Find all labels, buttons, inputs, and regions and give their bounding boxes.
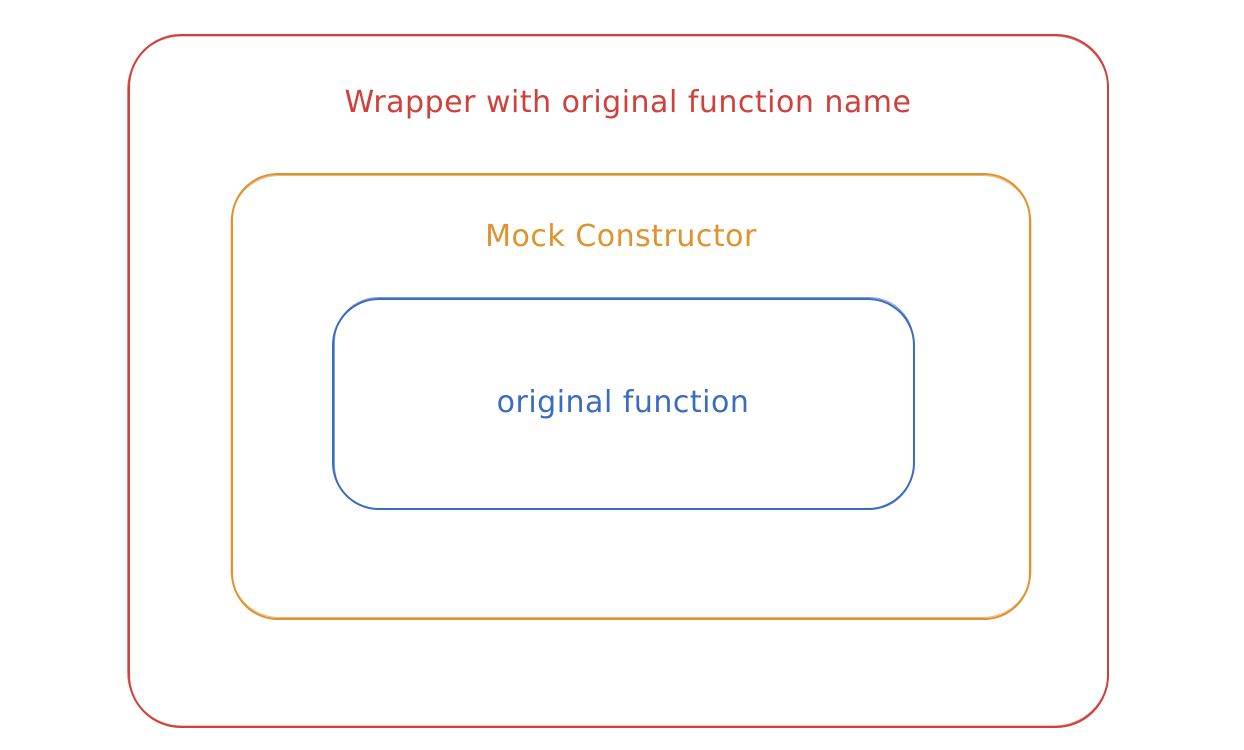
wrapper-label: Wrapper with original function name bbox=[345, 85, 912, 120]
original-function-box-group: original function bbox=[332, 297, 915, 510]
mock-constructor-box bbox=[231, 173, 1031, 620]
mock-constructor-box-sketch-stroke bbox=[230, 175, 1032, 618]
wrapper-box bbox=[128, 34, 1109, 728]
mock-constructor-label: Mock Constructor bbox=[485, 219, 757, 254]
original-function-box-sketch-stroke bbox=[334, 297, 914, 510]
wrapper-box-sketch-stroke bbox=[127, 35, 1109, 727]
wrapper-box-group: Wrapper with original function name bbox=[127, 34, 1109, 728]
mock-constructor-box-group: Mock Constructor bbox=[230, 173, 1032, 620]
original-function-label: original function bbox=[497, 385, 750, 420]
